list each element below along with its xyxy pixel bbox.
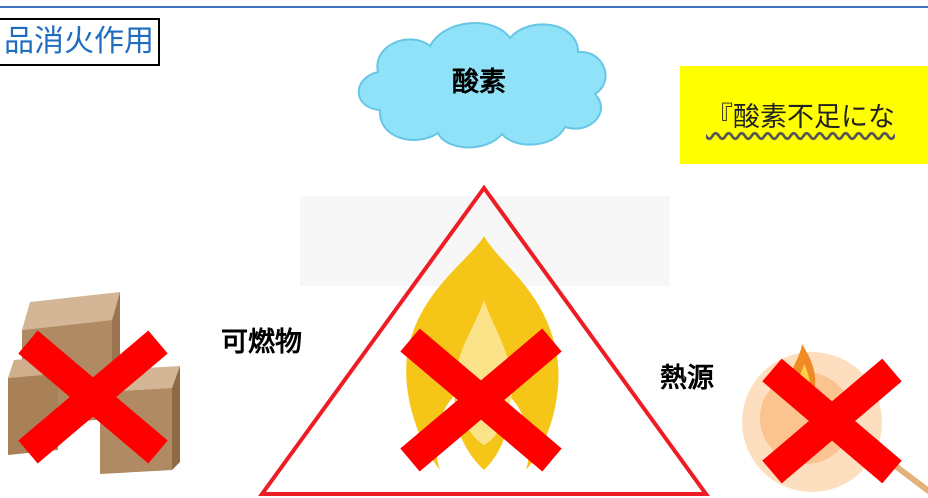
cross-mark-icon [400,328,562,472]
oxygen-label: 酸素 [452,67,506,98]
callout-note-text: 『酸素不足にな [706,102,895,133]
heat-source-label: 熱源 [660,363,714,394]
page-title: 品消火作用 [0,18,160,66]
cross-mark-icon [762,358,902,484]
cloud-icon [357,22,607,149]
callout-note: 『酸素不足にな [680,66,928,164]
cross-mark-icon [18,330,168,464]
fire-triangle [258,184,710,496]
top-border-line [0,6,928,8]
fuel-label: 可燃物 [221,327,302,358]
